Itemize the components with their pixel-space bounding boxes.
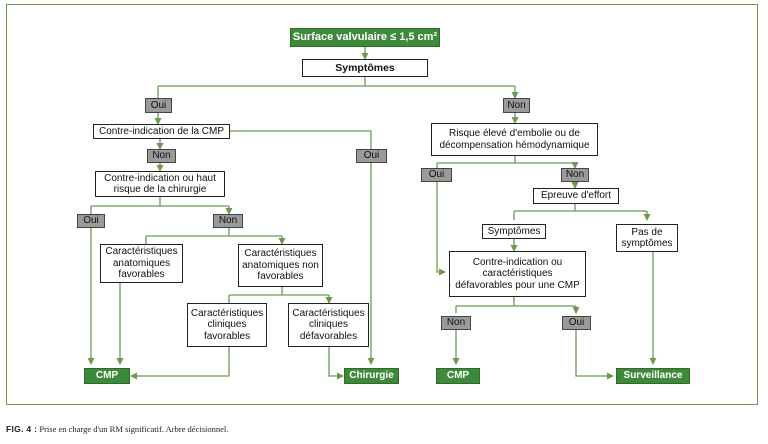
node-chirurgie: Chirurgie: [344, 368, 399, 384]
label-non-ci-cmp-2: Non: [441, 316, 471, 330]
edge-oui-surveillance: [575, 330, 614, 380]
node-risque-eleve: Risque élevé d'embolie ou de décompensat…: [431, 123, 598, 156]
node-symptomes-epreuve: Symptômes: [482, 224, 546, 239]
node-anatomiques-non-favorables: Caractéristiques anatomiques non favorab…: [238, 244, 323, 287]
node-cmp-left: CMP: [84, 368, 130, 384]
node-cliniques-favorables: Caractéristiques cliniques favorables: [187, 303, 267, 347]
edge-epreuve-split: [513, 204, 647, 220]
edge-ci-chir-split: [90, 197, 229, 214]
node-symptomes: Symptômes: [302, 59, 428, 77]
node-cliniques-defavorables: Caractéristiques cliniques défavorables: [288, 303, 369, 347]
caption-text: Prise en charge d'un RM significatif. Ar…: [37, 424, 229, 434]
node-epreuve-effort: Epreuve d'effort: [533, 188, 619, 204]
edge-ci-cmp-split: [230, 130, 372, 149]
node-surveillance: Surveillance: [616, 368, 690, 384]
label-non-ci-chirurgie: Non: [213, 214, 243, 228]
label-non-ci-cmp: Non: [147, 149, 176, 163]
figure-caption: FIG. 4 : Prise en charge d'un RM signifi…: [6, 424, 228, 434]
label-oui-symptomes: Oui: [145, 98, 172, 113]
edge-ci2-split: [455, 297, 576, 313]
node-contre-indication-cmp-2: Contre-indication ou caractéristiques dé…: [449, 251, 586, 297]
label-non-symptomes: Non: [503, 98, 530, 113]
node-pas-de-symptomes: Pas de symptômes: [616, 224, 678, 252]
edge-anat-nonfav-split: [228, 287, 329, 303]
edge-clin-fav-cmp: [130, 347, 230, 380]
node-cmp-right: CMP: [436, 368, 480, 384]
caption-label: FIG. 4 :: [6, 424, 38, 434]
label-oui-risque: Oui: [421, 168, 452, 182]
label-oui-ci-chirurgie: Oui: [77, 214, 105, 228]
node-surface-valvulaire: Surface valvulaire ≤ 1,5 cm²: [290, 28, 440, 47]
label-non-risque: Non: [561, 168, 589, 182]
node-anatomiques-favorables: Caractéristiques anatomiques favorables: [100, 244, 183, 283]
label-oui-ci-cmp-2: Oui: [562, 316, 591, 330]
edge-oui-risque-ci2: [436, 182, 446, 276]
node-contre-indication-chirurgie: Contre-indication ou haut risque de la c…: [95, 171, 225, 197]
edge-symptomes-split: [157, 77, 515, 98]
edge-non-split-anat: [145, 228, 282, 244]
edge-clin-defav-chir: [328, 347, 344, 380]
label-oui-ci-cmp: Oui: [356, 149, 387, 163]
node-contre-indication-cmp: Contre-indication de la CMP: [93, 124, 230, 139]
edge-risque-split: [436, 156, 575, 168]
